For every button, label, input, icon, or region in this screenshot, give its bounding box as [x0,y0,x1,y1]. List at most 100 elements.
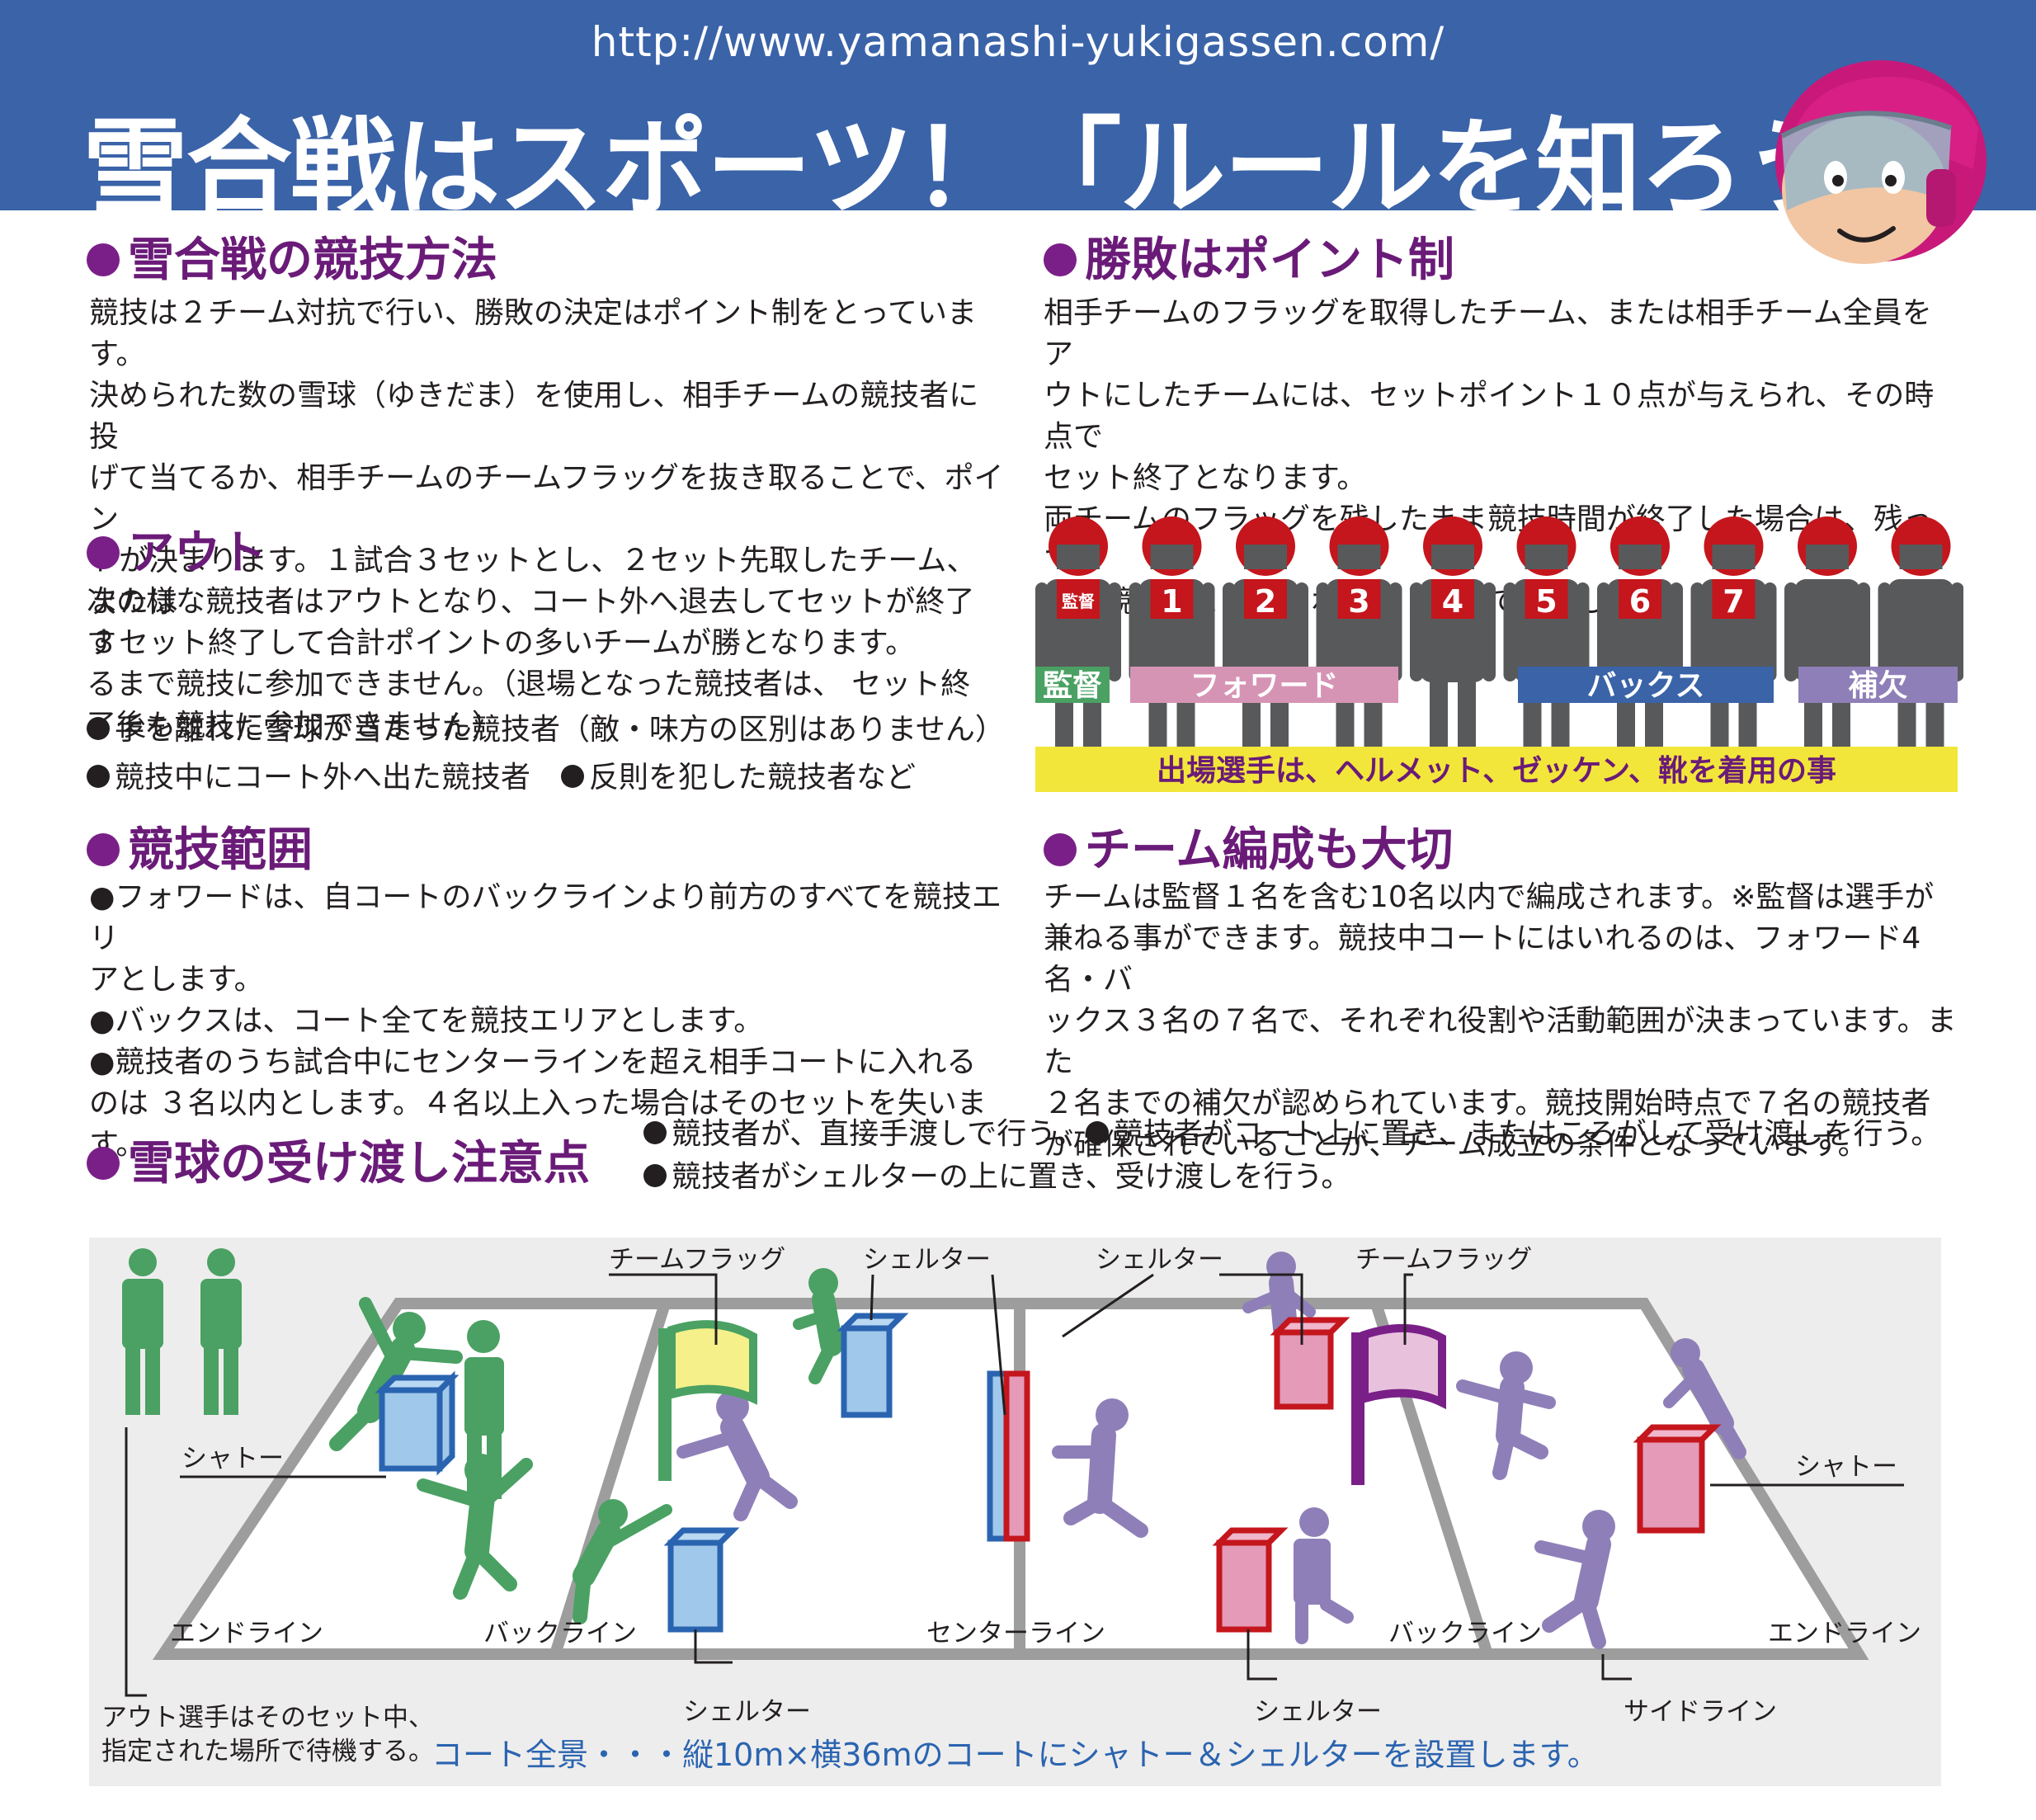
player-figure: 3 [1316,516,1402,766]
text-line: チームは監督１名を含む10名以内で編成されます。※監督は選手が [1044,880,1935,914]
heading-out: アウト [87,516,266,582]
purple-team-players [676,1252,1746,1649]
text-line: ●バックスは、コート全てを競技エリアとします。 [89,1004,764,1038]
range-text: ●フォワードは、自コートのバックラインより前方のすべてを競技エリ アとします。 … [89,877,1013,1166]
player-bib [1619,579,1661,619]
text-line: 相手チームのフラッグを取得したチーム、または相手チーム全員をア [1044,296,1932,371]
player-figure [1784,516,1870,766]
text-line: 決められた数の雪球（ゆきだま）を使用し、相手チームの競技者に投 [89,379,979,454]
pass-bullet-3: 競技者がシェルターの上に置き、受け渡しを行う。 [643,1157,1350,1198]
header-banner [0,0,2036,210]
player-figure: 6 [1597,516,1683,766]
page-title: 雪合戦はスポーツ！「ルールを知ろう」 [82,107,1953,230]
text-line: ●フォワードは、自コートのバックラインより前方のすべてを競技エリ [89,880,1002,955]
label-center-line: センターライン [926,1619,1105,1648]
player-bib-label: 3 [1348,583,1369,620]
label-team-flag-right: チームフラッグ [1355,1245,1532,1275]
team-flag-icon [667,1320,757,1405]
player-bib-label: 1 [1161,583,1182,620]
bullet-icon [561,765,584,788]
role-band-label: バックス [1587,669,1705,703]
text-line: げて当てるか、相手チームのチームフラッグを抜き取ることで、ポイン [89,461,1004,536]
role-band: 監督 [1035,667,1110,703]
site-url[interactable]: http://www.yamanashi-yukigassen.com/ [591,18,1445,66]
heading-bullet-icon [87,832,120,866]
player-bib [1150,579,1194,619]
text-line: 了後も競技に参加できません） [87,709,502,743]
player-bib [1244,579,1287,619]
text-line: ックス３名の７名で、それぞれ役割や活動範囲が決まっています。また [1044,1004,1957,1079]
text-line: 兼ねる事ができます。競技中コートにはいれるのは、フォワード4名・バ [1044,922,1921,997]
heading-range: 競技範囲 [87,813,313,879]
mascot-icon [1775,60,1987,264]
out-players [122,1248,242,1415]
heading-team: チーム編成も大切 [1044,813,1453,879]
out-text: 次の様な競技者はアウトとなり、コート外へ退去してセットが終了す るまで競技に参加… [87,582,1002,747]
player-figure [1878,516,1963,766]
heading-points: 勝敗はポイント制 [1044,223,1454,290]
label-team-flag-left: チームフラッグ [609,1245,785,1275]
court-caption: コート全景・・・縦10m×横36mのコートにシャトー＆シェルターを設置します。 [431,1737,1599,1773]
out-bullet-1: 手を離れた雪球が当たった競技者（敵・味方の区別はありません） [87,710,1005,751]
heading-bullet-icon [87,535,120,569]
bullet-icon [87,765,110,788]
label-shelter-bottom-left: シェルター [683,1697,811,1727]
player-bib [1057,579,1100,619]
heading-bullet-icon [1044,832,1077,866]
equipment-note-bar [1035,747,1958,792]
text-line: ３セット終了して合計ポイントの多いチームが勝となります。 [89,626,916,660]
player-figure: 4 [1410,516,1496,766]
out-bullet-3: 反則を犯した競技者など [561,757,916,799]
label-back-line-left: バックライン [483,1619,637,1648]
player-bib [1525,579,1568,619]
red-structures [1003,1317,1722,1633]
text-line: のは ３名以内とします。４名以上入った場合はそのセットを失います。 [89,1087,987,1162]
role-band: バックス [1518,667,1774,703]
label-shelter-top-left: シェルター [863,1245,991,1275]
text-line: セット終了となります。 [1044,461,1367,495]
player-bib-label: 4 [1442,583,1463,620]
heading-pass: 雪球の受け渡し注意点 [87,1126,590,1193]
role-band: フォワード [1130,667,1398,703]
out-note-line-2: 指定された場所で待機する。 [101,1737,434,1766]
player-bib [1431,579,1474,619]
player-figure: 1 [1129,516,1215,766]
text-line: るまで競技に参加できません。（退場となった競技者は、 セット終 [87,667,971,701]
team-text: チームは監督１名を含む10名以内で編成されます。※監督は選手が 兼ねる事ができま… [1044,877,1959,1166]
equipment-note: 出場選手は、ヘルメット、ゼッケン、靴を着用の事 [1157,754,1836,788]
pass-bullets-row-1: 競技者が、直接手渡しで行う。競技者がコート上に置き、またはころがして受け渡しを行… [643,1114,1940,1155]
text-line: ２名までの補欠が認められています。競技開始時点で７名の競技者 [1044,1087,1931,1120]
text-line: アとします。 [89,963,264,997]
bullet-icon [643,1121,667,1144]
player-bib-label: 7 [1723,583,1744,620]
text-line: トが決まります。１試合３セットとし、２セット先取したチーム、または [89,544,977,619]
player-bib-label: 6 [1629,583,1651,620]
team-flag-icon [1360,1324,1446,1410]
label-end-line-right: エンドライン [1768,1619,1921,1648]
text-line: 競技は２チーム対抗で行い、勝敗の決定はポイント制をとっています。 [89,296,978,371]
player-figure: 7 [1690,516,1777,766]
player-figure: 監督 [1035,516,1121,766]
bullet-icon [643,1164,667,1187]
green-team-players [329,1268,843,1624]
text-line: ●競技者のうち試合中にセンターラインを超え相手コートに入れる [89,1045,977,1079]
heading-bullet-icon [87,243,120,276]
label-side-line: サイドライン [1624,1697,1777,1727]
heading-method: 雪合戦の競技方法 [87,223,497,290]
label-leader-lines [125,1273,1904,1697]
text-line: が確保されていることが、チーム成立の条件となっています。 [1044,1128,1868,1162]
out-note-line-1: アウト選手はそのセット中、 [101,1703,434,1733]
label-chateau-right: シャトー [1795,1452,1897,1482]
blue-structures [375,1313,1010,1633]
back-line-left [549,1301,671,1657]
label-chateau-left: シャトー [181,1444,284,1473]
role-band-label: 補欠 [1848,668,1907,703]
label-end-line-left: エンドライン [170,1619,323,1648]
label-shelter-bottom-right: シェルター [1254,1697,1382,1727]
method-text: 競技は２チーム対抗で行い、勝敗の決定はポイント制をとっています。 決められた数の… [89,293,1005,664]
text-line: ウトにしたチームには、セットポイント１０点が与えられ、その時点で [1044,379,1935,454]
text-line: 次の様な競技者はアウトとなり、コート外へ退去してセットが終了す [87,585,975,660]
bullet-icon [87,717,110,740]
label-back-line-right: バックライン [1388,1619,1542,1648]
